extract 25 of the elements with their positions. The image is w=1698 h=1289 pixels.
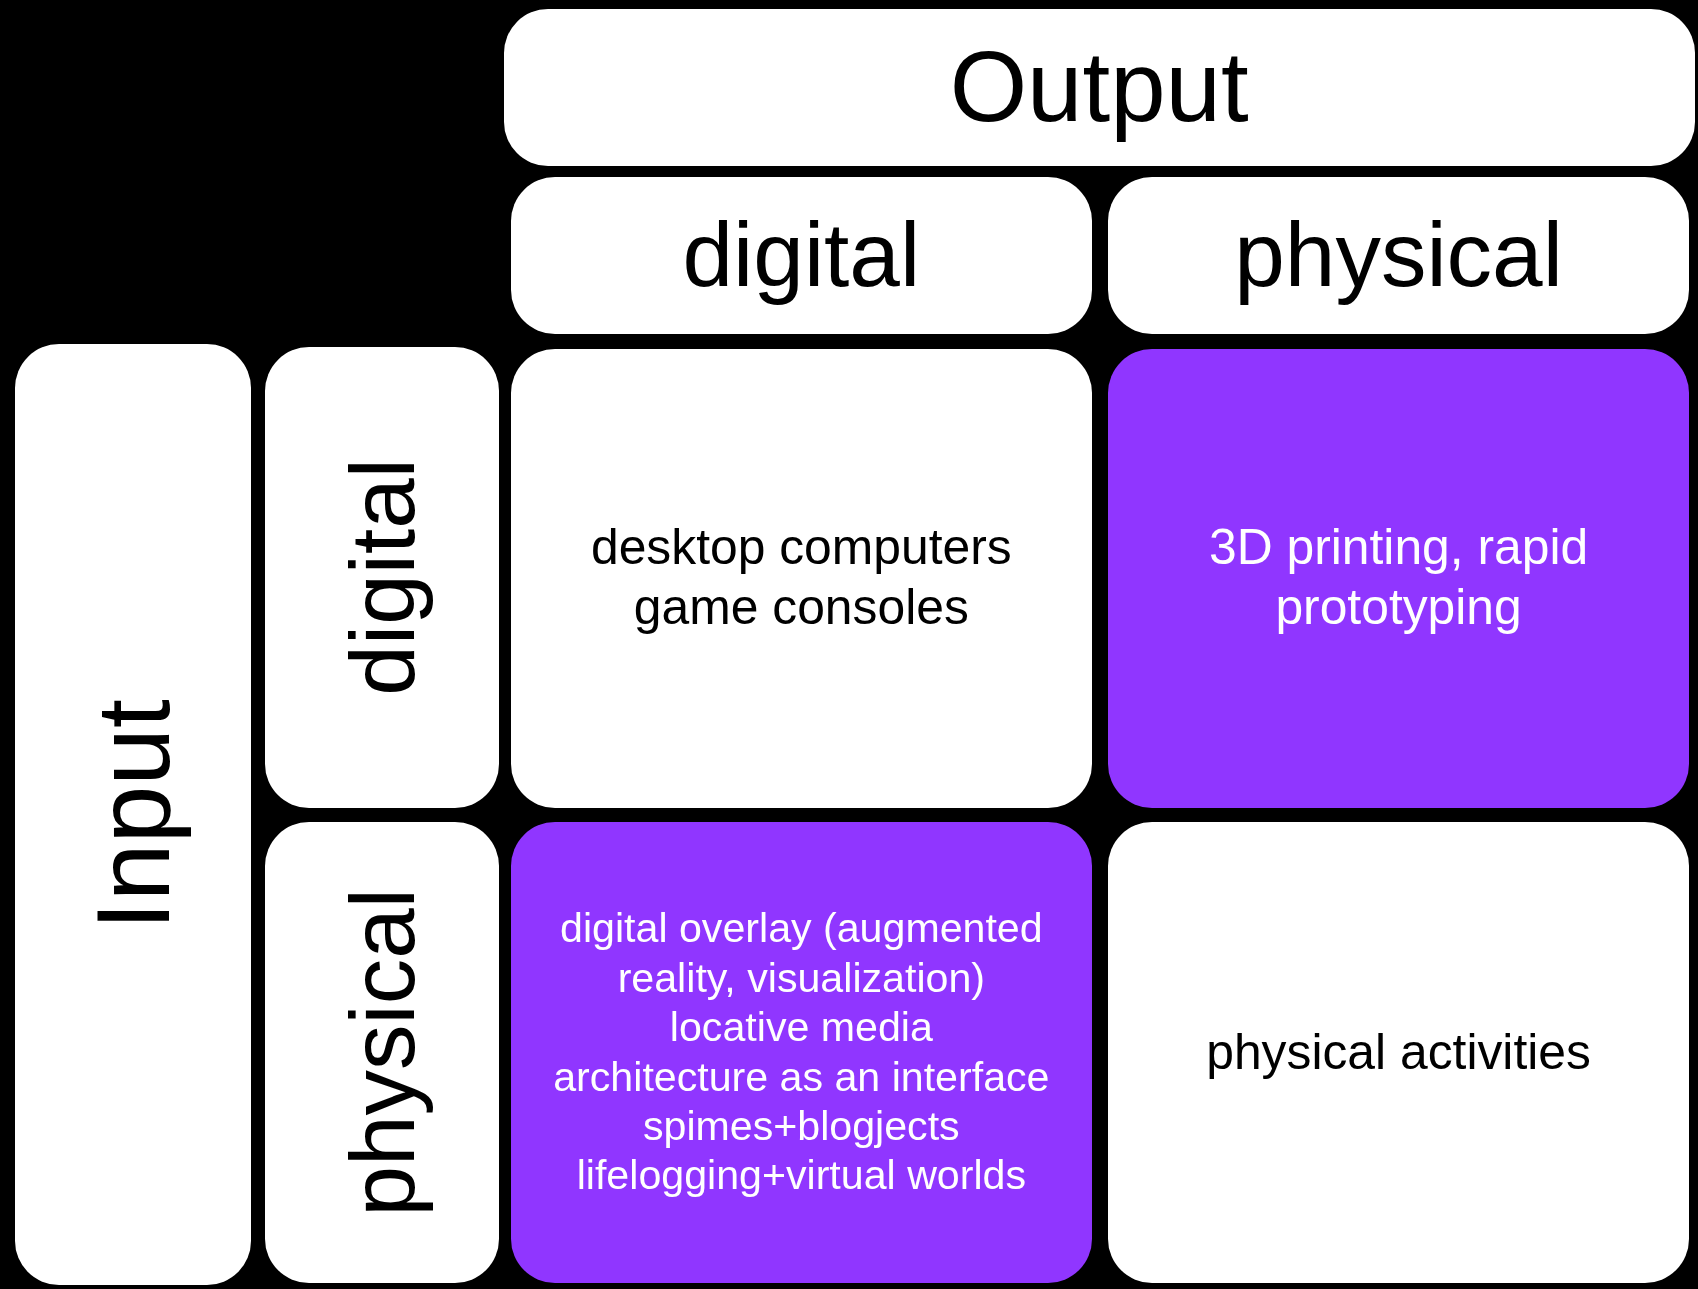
table-cell xyxy=(1107,821,1690,1284)
header-box xyxy=(1107,176,1690,334)
cell-text: game consoles xyxy=(633,578,969,638)
table-cell xyxy=(511,348,1092,808)
header-box xyxy=(15,344,252,1286)
table-cell xyxy=(1107,348,1690,808)
cell-text: spimes+blogjects xyxy=(643,1101,960,1151)
header-box xyxy=(503,8,1695,166)
table-cell xyxy=(511,821,1092,1284)
header-text: physical xyxy=(1234,203,1563,308)
header-box xyxy=(265,821,500,1284)
header-box xyxy=(511,176,1092,334)
header-text: Input xyxy=(73,699,192,931)
header-text: digital xyxy=(330,458,434,696)
cell-text: lifelogging+virtual worlds xyxy=(576,1151,1026,1201)
header-box xyxy=(265,346,500,808)
cell-text: architecture as an interface xyxy=(553,1052,1050,1102)
cell-text: physical activities xyxy=(1206,1022,1591,1082)
header-text: physical xyxy=(330,888,434,1217)
cell-text: desktop computers xyxy=(590,518,1012,578)
cell-text: digital overlay (augmented reality, visualization) xyxy=(559,904,1044,1003)
header-text: Output xyxy=(949,30,1249,145)
cell-text: 3D printing, rapid prototyping xyxy=(1207,518,1590,638)
cell-text: locative media xyxy=(669,1003,933,1053)
header-text: digital xyxy=(682,203,921,308)
